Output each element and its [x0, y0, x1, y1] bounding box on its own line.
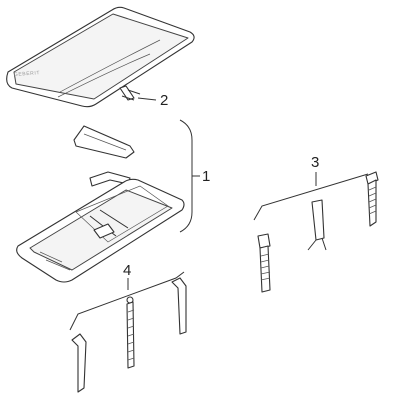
clip-part	[119, 85, 141, 101]
threaded-rod	[126, 296, 135, 369]
callout-4: 4	[123, 262, 131, 279]
group-3-bracket	[253, 173, 369, 221]
long-screw-left	[257, 233, 271, 293]
l-rod-left	[71, 333, 87, 393]
callout-2-leader	[137, 97, 157, 101]
mounting-frame	[16, 178, 185, 283]
actuator-lever	[73, 125, 135, 159]
cover-plate: GEBERIT	[6, 6, 195, 108]
l-rod-right	[171, 277, 187, 335]
callout-1: 1	[202, 168, 210, 185]
long-screw-right	[365, 171, 379, 227]
group-1-bracket	[179, 119, 193, 233]
callout-2: 2	[160, 92, 168, 109]
group-4-bracket	[69, 271, 185, 331]
callout-3: 3	[311, 154, 319, 171]
brand-label: GEBERIT	[14, 70, 41, 78]
wall-anchor	[307, 199, 327, 251]
